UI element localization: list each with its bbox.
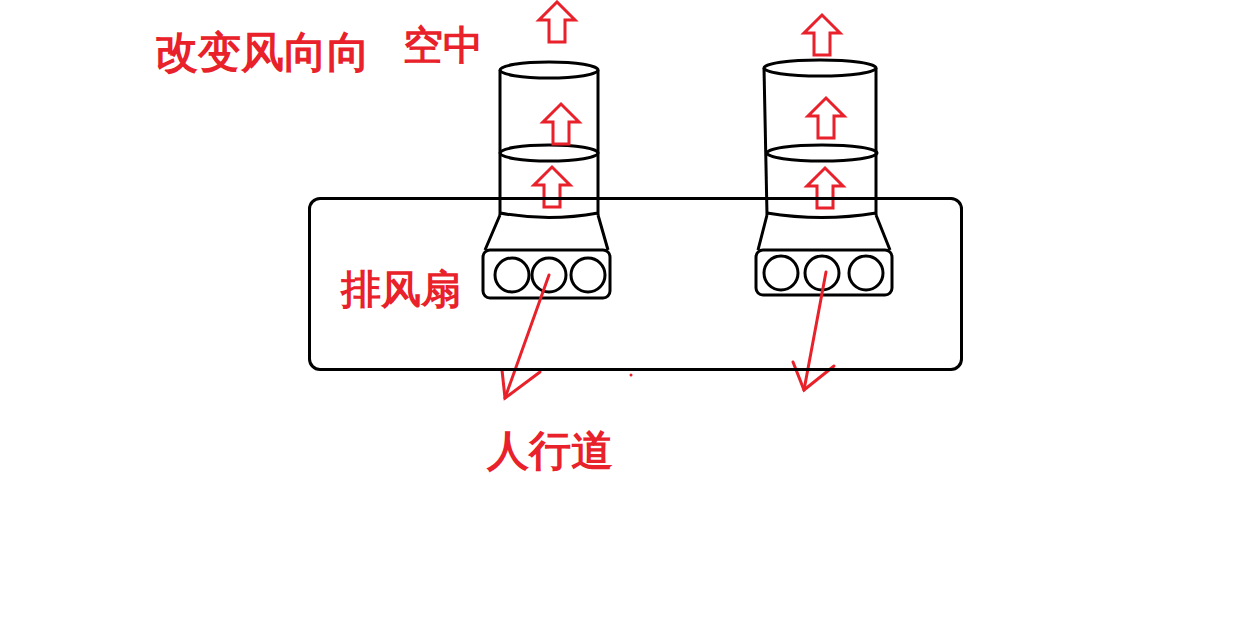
airflow-arrows xyxy=(534,2,844,208)
note-text: 改变风向向 xyxy=(155,28,370,77)
left-fan-unit xyxy=(483,62,610,298)
fan-housing-box: 排风扇 xyxy=(308,197,963,371)
place-label: 人行道 xyxy=(487,427,613,475)
exhaust-direction-lines xyxy=(502,272,834,398)
right-fan-unit xyxy=(756,60,892,295)
note-text: 空中 xyxy=(403,22,483,68)
box-label: 排风扇 xyxy=(341,266,461,312)
